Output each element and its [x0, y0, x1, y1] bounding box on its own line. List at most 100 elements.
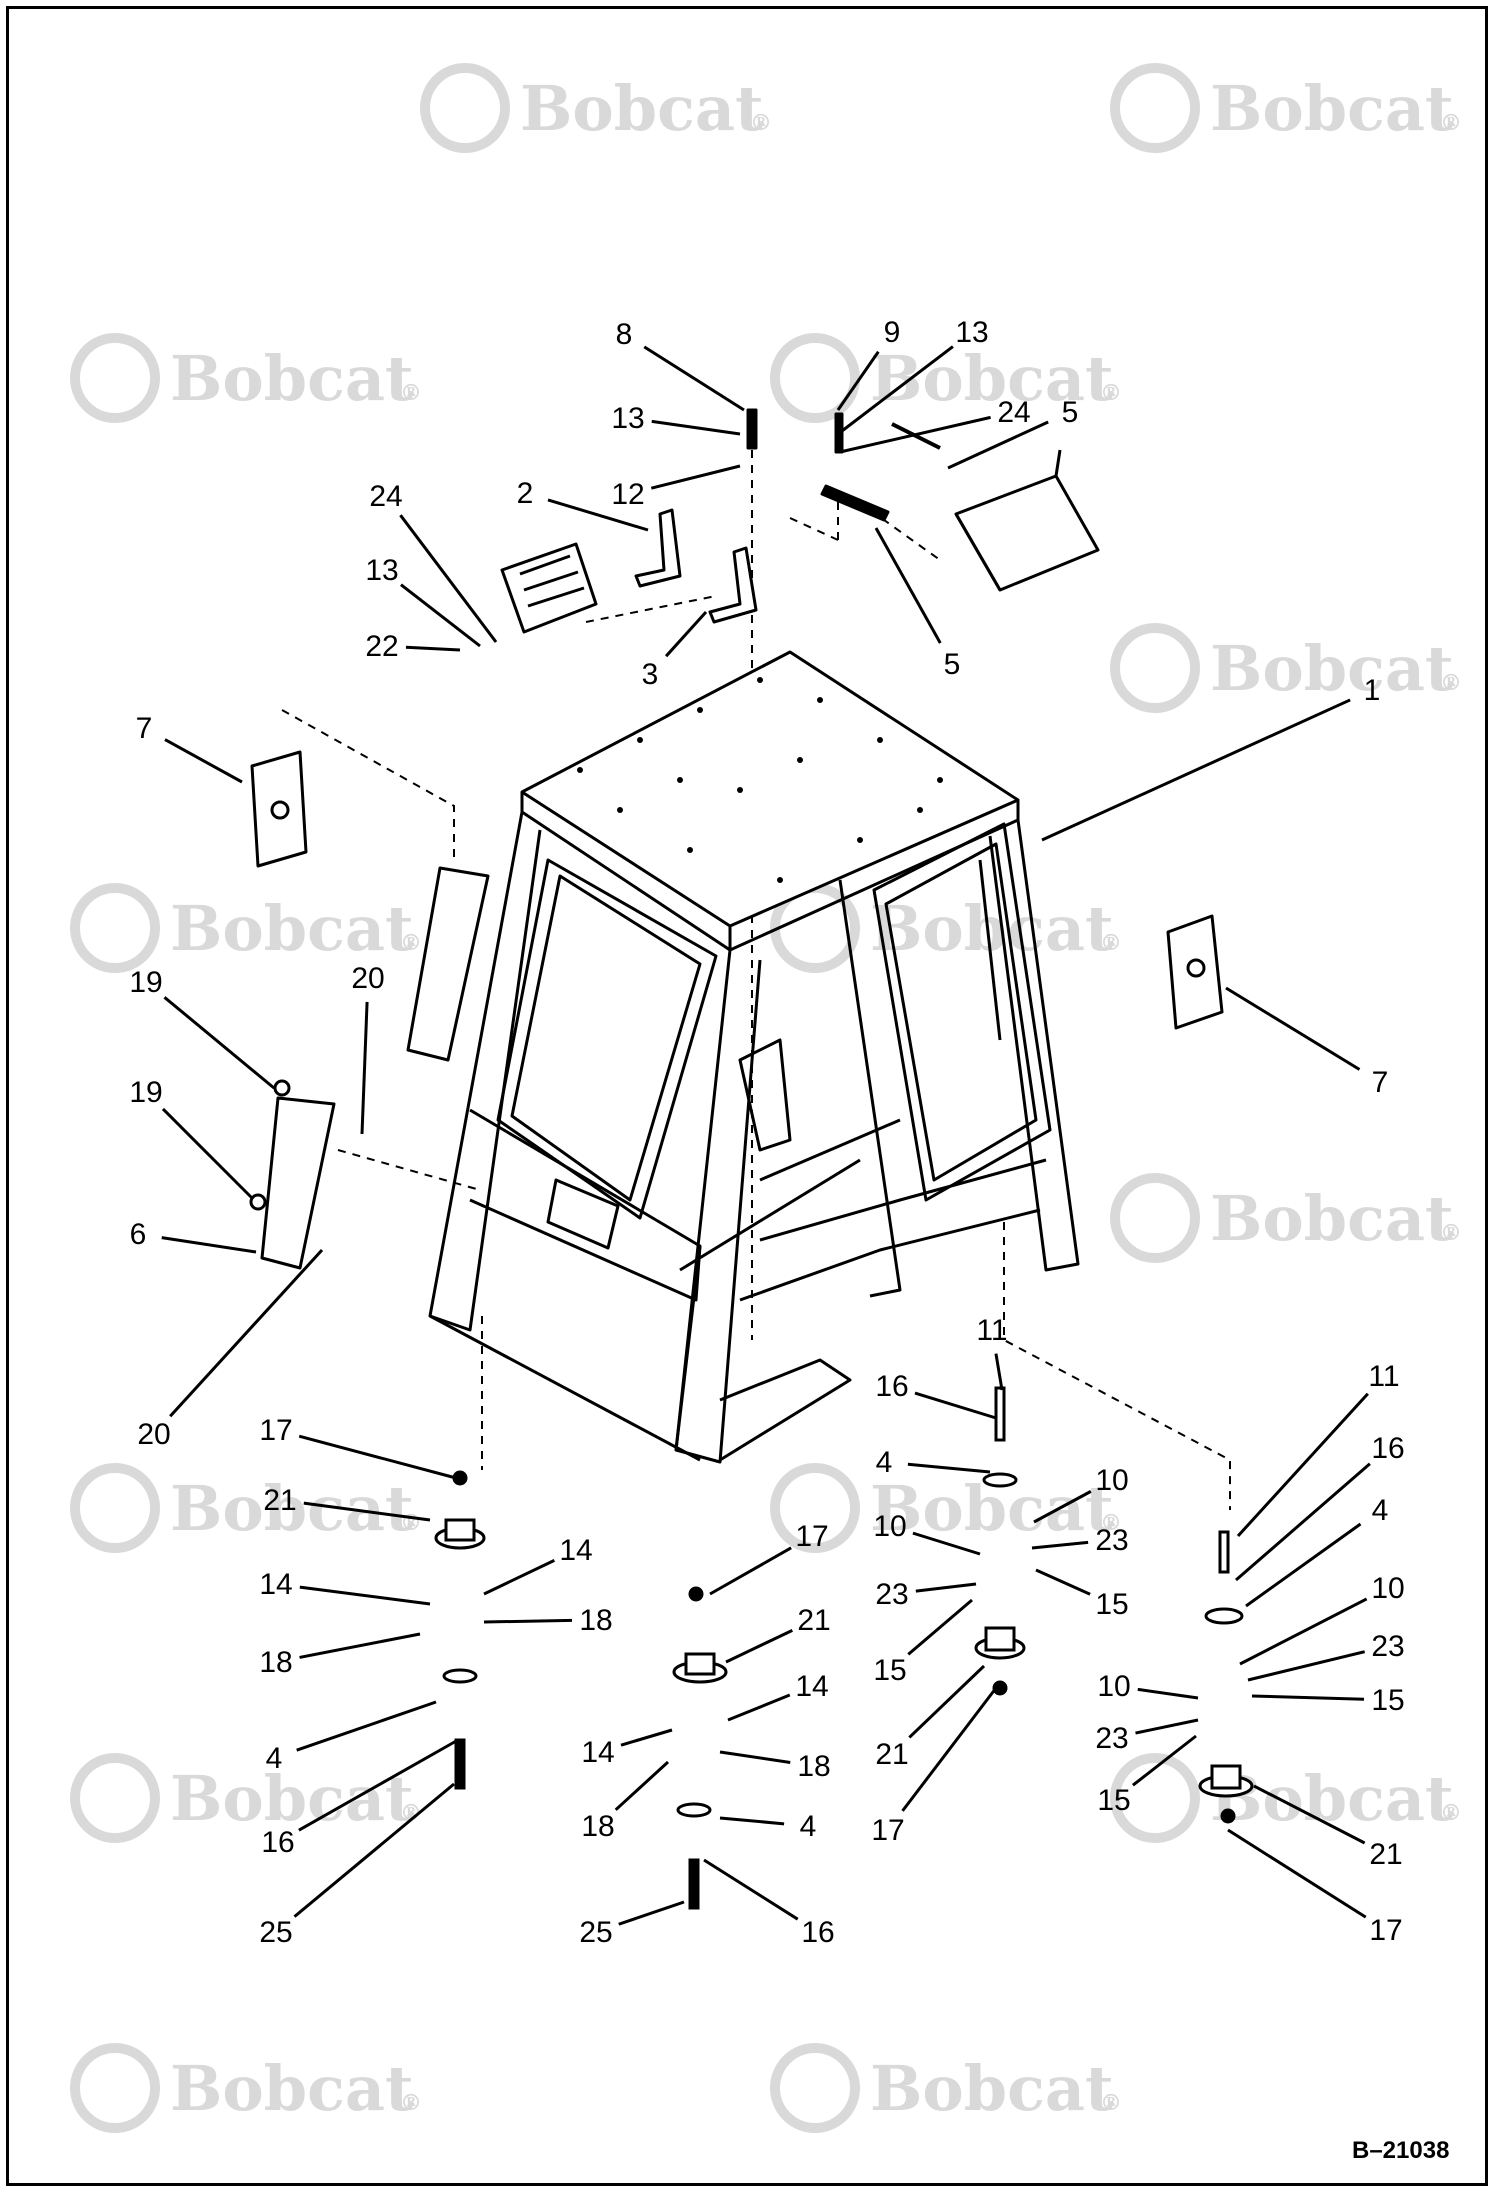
leader-c16b [703, 1858, 799, 1921]
leader-c21b [725, 1628, 793, 1664]
callout-c24a: 24 [997, 396, 1030, 429]
watermark-logo-icon [1110, 1753, 1200, 1843]
watermark-mark: ® [1100, 1510, 1122, 1536]
callout-c13a: 13 [611, 402, 644, 435]
callout-c21d: 21 [1369, 1838, 1402, 1871]
callout-c5a: 5 [1062, 396, 1079, 429]
cab-frame [406, 650, 1080, 1464]
watermark-mark: ® [1100, 930, 1122, 956]
leader-c15b [907, 1598, 973, 1656]
callout-c23a: 23 [1095, 1524, 1128, 1557]
leader-c25b [618, 1900, 685, 1926]
leader-c17c [901, 1687, 998, 1812]
leader-c13a [651, 419, 741, 436]
leader-c10b [912, 1531, 981, 1556]
callout-c19b: 19 [129, 1076, 162, 1109]
leader-c18b [299, 1632, 421, 1659]
leader-c24a [839, 415, 991, 454]
callout-c16a: 16 [261, 1826, 294, 1859]
leader-c8 [643, 345, 745, 412]
watermark-logo-icon [70, 2043, 160, 2133]
callout-c1: 1 [1364, 674, 1381, 707]
leader-c19b [161, 1107, 254, 1200]
callout-c4d: 4 [1372, 1494, 1389, 1527]
leader-c14d [620, 1728, 673, 1747]
callout-c16d: 16 [1371, 1432, 1404, 1465]
watermark-logo-icon [70, 1753, 160, 1843]
mount-stacks [434, 1386, 1254, 1910]
callout-c21a: 21 [263, 1484, 296, 1517]
callout-c16c: 16 [875, 1370, 908, 1403]
callout-c23d: 23 [1095, 1722, 1128, 1755]
watermark-text: Bobcat [170, 892, 414, 965]
leader-c4c [907, 1462, 991, 1474]
callout-c2: 2 [517, 477, 534, 510]
callout-c19a: 19 [129, 966, 162, 999]
callout-c18b: 18 [259, 1646, 292, 1679]
watermark-mark: ® [1100, 2090, 1122, 2116]
callout-c10a: 10 [1095, 1464, 1128, 1497]
watermark-text: Bobcat [870, 892, 1114, 965]
callout-leaders [161, 345, 1371, 1926]
leader-c23b [915, 1582, 977, 1593]
callout-c10c: 10 [1371, 1572, 1404, 1605]
leader-c17b [709, 1546, 792, 1596]
leader-c25a [293, 1782, 455, 1918]
leader-c18c [719, 1750, 791, 1764]
callout-c23c: 23 [1371, 1630, 1404, 1663]
callout-c7a: 7 [136, 712, 153, 745]
callout-c25b: 25 [579, 1916, 612, 1949]
callout-c14a: 14 [559, 1534, 592, 1567]
callout-c22: 22 [365, 630, 398, 663]
assembly-dashed-lines [281, 450, 1231, 1510]
callout-c4c: 4 [876, 1446, 893, 1479]
leader-c5a [947, 420, 1049, 470]
watermark-logo-icon [770, 333, 860, 423]
leader-c17a [298, 1434, 457, 1480]
watermark-text: Bobcat [170, 1472, 414, 1545]
leader-c11b [1236, 1392, 1369, 1538]
callout-c25a: 25 [259, 1916, 292, 1949]
callout-c15b: 15 [873, 1654, 906, 1687]
callout-c18d: 18 [581, 1810, 614, 1843]
watermark-text: Bobcat [1210, 632, 1454, 705]
leader-c9 [836, 350, 880, 411]
leader-c20a [360, 1001, 369, 1135]
leader-c14a [483, 1559, 555, 1596]
callout-c9: 9 [884, 316, 901, 349]
leader-c2 [547, 498, 649, 532]
leader-c4a [296, 1700, 437, 1752]
watermark-logo-icon [70, 883, 160, 973]
watermark-text: Bobcat [170, 342, 414, 415]
callout-c21b: 21 [797, 1604, 830, 1637]
watermark-text: Bobcat [1210, 72, 1454, 145]
callout-c23b: 23 [875, 1578, 908, 1611]
leader-c13c [400, 583, 481, 648]
callout-c7b: 7 [1372, 1066, 1389, 1099]
leader-c17d [1227, 1828, 1367, 1919]
callout-c4a: 4 [266, 1742, 283, 1775]
leader-c1 [1041, 698, 1351, 842]
leader-c16c [914, 1391, 997, 1420]
callout-c4b: 4 [800, 1810, 817, 1843]
callout-c6: 6 [130, 1218, 147, 1251]
callout-c18c: 18 [797, 1750, 830, 1783]
leader-c23d [1135, 1718, 1199, 1735]
leader-c7a [164, 738, 243, 784]
callout-c14c: 14 [795, 1670, 828, 1703]
watermark-logo-icon [1110, 1173, 1200, 1263]
leader-c23c [1247, 1650, 1366, 1682]
callout-c24b: 24 [369, 480, 402, 513]
watermark-logo-icon [70, 333, 160, 423]
leader-c7b [1225, 986, 1361, 1071]
callout-c8: 8 [616, 318, 633, 351]
watermark-mark: ® [400, 1800, 422, 1826]
leader-c18d [614, 1760, 670, 1811]
leader-c23a [1031, 1540, 1089, 1550]
watermark-logo-icon [420, 63, 510, 153]
watermark-text: Bobcat [520, 72, 764, 145]
drawing-border [6, 6, 1488, 2186]
callout-c14d: 14 [581, 1736, 614, 1769]
